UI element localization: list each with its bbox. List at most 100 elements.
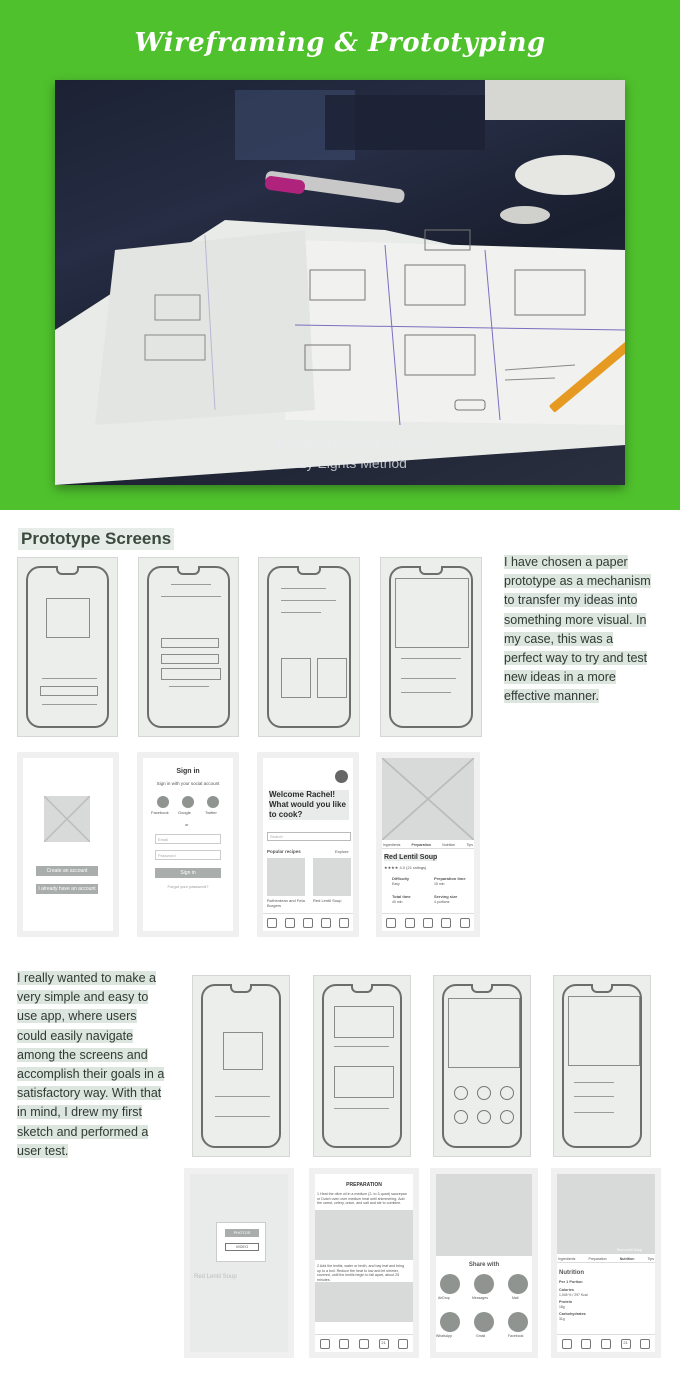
twitter-label: Twitter bbox=[205, 810, 217, 815]
sketch-phone bbox=[201, 984, 281, 1148]
calendar-icon[interactable]: 21 bbox=[620, 1338, 631, 1349]
video-button[interactable]: VIDEO bbox=[225, 1243, 259, 1251]
tab-nutrition[interactable]: Nutrition bbox=[619, 1257, 635, 1261]
paper-sketch-4 bbox=[380, 557, 482, 737]
book-icon[interactable] bbox=[303, 917, 313, 928]
nutrition-per: Per 1 Portion bbox=[559, 1280, 583, 1284]
twitter-icon[interactable] bbox=[207, 796, 219, 808]
cart-icon[interactable] bbox=[640, 1338, 651, 1349]
recipe-2-image[interactable] bbox=[313, 858, 351, 896]
total-value: 40 min bbox=[392, 900, 403, 904]
mail-label: Mail bbox=[512, 1296, 519, 1300]
search-icon[interactable] bbox=[581, 1338, 592, 1349]
search-icon[interactable] bbox=[339, 1338, 350, 1349]
prep-value: 15 min bbox=[434, 882, 445, 886]
book-icon[interactable] bbox=[358, 1338, 369, 1349]
gmail-icon[interactable] bbox=[474, 1312, 494, 1332]
tab-ingredients[interactable]: Ingredients bbox=[383, 843, 401, 847]
recipe-1-image[interactable] bbox=[267, 858, 305, 896]
messages-icon[interactable] bbox=[474, 1274, 494, 1294]
recipe-1-label: Rutherdean and Feta Burgers bbox=[267, 898, 305, 908]
sketch-phone bbox=[442, 984, 522, 1148]
mock-recipe-screen: Ingredients Preparation Nutrition Tips R… bbox=[376, 752, 480, 937]
recipe-tabs: Ingredients Preparation Nutrition Tips bbox=[382, 842, 474, 849]
tab-preparation[interactable]: Preparation bbox=[588, 1257, 607, 1261]
cart-icon[interactable] bbox=[339, 917, 349, 928]
tab-bar: 21 bbox=[315, 1334, 413, 1352]
calories-value: 1,045 % / 297 Kcal bbox=[559, 1293, 588, 1297]
signin-title: Sign in bbox=[176, 768, 200, 775]
forgot-password-link[interactable]: Forgot your password? bbox=[167, 884, 209, 889]
tab-tips[interactable]: Tips bbox=[647, 1257, 654, 1261]
mock-preparation-screen: PREPARATION 1 Heat the olive oil in a me… bbox=[309, 1168, 419, 1358]
sketches-photo: Exploratory Sketches Crazy Eights Method bbox=[55, 80, 625, 485]
total-label: Total time bbox=[392, 894, 411, 899]
preparation-step-2: 2 Add the lentils, water or broth, and b… bbox=[317, 1264, 405, 1282]
airdrop-icon[interactable] bbox=[440, 1274, 460, 1294]
sketch-phone bbox=[389, 566, 473, 728]
mock-share-screen: Share with AirDrop Messages Mail WhatsAp… bbox=[430, 1168, 538, 1358]
google-label: Google bbox=[178, 810, 191, 815]
page-title: Wireframing & Prototyping bbox=[134, 28, 546, 58]
email-field[interactable]: Email bbox=[155, 834, 221, 844]
google-icon[interactable] bbox=[182, 796, 194, 808]
calendar-icon[interactable] bbox=[321, 917, 331, 928]
story-paragraph: I really wanted to make a very simple an… bbox=[17, 969, 167, 1161]
calories-label: Calories bbox=[559, 1288, 574, 1292]
rating-count: (21 ratings) bbox=[406, 865, 427, 870]
tab-preparation[interactable]: Preparation bbox=[411, 843, 431, 847]
tab-bar bbox=[382, 913, 474, 931]
mail-icon[interactable] bbox=[508, 1274, 528, 1294]
facebook-share-icon[interactable] bbox=[508, 1312, 528, 1332]
recipe-rating: ★★★★ 4.0 (21 ratings) bbox=[384, 865, 427, 870]
mock-welcome-screen: Create an account I already have an acco… bbox=[17, 752, 119, 937]
image-placeholder bbox=[43, 795, 91, 843]
password-field[interactable]: Password bbox=[155, 850, 221, 860]
preparation-title: PREPARATION bbox=[346, 1182, 382, 1188]
whatsapp-icon[interactable] bbox=[440, 1312, 460, 1332]
home-icon[interactable] bbox=[267, 917, 277, 928]
nutrition-hero-image bbox=[557, 1174, 655, 1254]
intro-paragraph-text: I have chosen a paper prototype as a mec… bbox=[504, 555, 651, 704]
cart-icon[interactable] bbox=[398, 1338, 409, 1349]
search-input[interactable]: Search bbox=[267, 832, 351, 841]
photos-button[interactable]: PHOTOS bbox=[225, 1229, 259, 1237]
difficulty-label: Difficulty bbox=[392, 876, 410, 881]
home-icon[interactable] bbox=[319, 1338, 330, 1349]
avatar[interactable] bbox=[335, 770, 348, 783]
calendar-icon[interactable]: 21 bbox=[378, 1338, 389, 1349]
tab-tips[interactable]: Tips bbox=[466, 843, 473, 847]
carbs-value: 31g bbox=[559, 1317, 565, 1321]
mock-media-modal-screen: Red Lentil Soup PHOTOS VIDEO bbox=[184, 1168, 294, 1358]
sketch-phone bbox=[147, 566, 230, 728]
story-paragraph-text: I really wanted to make a very simple an… bbox=[17, 971, 165, 1158]
calendar-icon[interactable] bbox=[441, 917, 452, 928]
book-icon[interactable] bbox=[600, 1338, 611, 1349]
facebook-icon[interactable] bbox=[157, 796, 169, 808]
signin-button[interactable]: Sign in bbox=[155, 868, 221, 878]
tab-nutrition[interactable]: Nutrition bbox=[442, 843, 456, 847]
nutrition-title: Nutrition bbox=[559, 1270, 584, 1276]
whatsapp-label: WhatsApp bbox=[436, 1334, 453, 1338]
tab-ingredients[interactable]: Ingredients bbox=[558, 1257, 576, 1261]
cart-icon[interactable] bbox=[459, 917, 470, 928]
explore-link[interactable]: Explore bbox=[335, 849, 349, 854]
search-icon[interactable] bbox=[285, 917, 295, 928]
have-account-button[interactable]: I already have an account bbox=[36, 884, 98, 894]
signin-subtitle: Sign in with your social account bbox=[156, 781, 220, 786]
book-icon[interactable] bbox=[422, 917, 433, 928]
tab-bar bbox=[263, 913, 353, 931]
create-account-button[interactable]: Create an account bbox=[36, 866, 98, 876]
prep-label: Preparation time bbox=[434, 876, 466, 881]
serving-label: Serving size bbox=[434, 894, 458, 899]
section-title: Prototype Screens bbox=[18, 528, 175, 550]
or-divider: or bbox=[185, 822, 189, 827]
paper-sketch-5 bbox=[192, 975, 290, 1157]
messages-label: Messages bbox=[472, 1296, 488, 1300]
home-icon[interactable] bbox=[561, 1338, 572, 1349]
step-2-image bbox=[315, 1282, 413, 1322]
home-icon[interactable] bbox=[386, 917, 397, 928]
search-icon[interactable] bbox=[404, 917, 415, 928]
header-band: Wireframing & Prototyping bbox=[0, 0, 680, 510]
mock-signin-screen: Sign in Sign in with your social account… bbox=[137, 752, 239, 937]
